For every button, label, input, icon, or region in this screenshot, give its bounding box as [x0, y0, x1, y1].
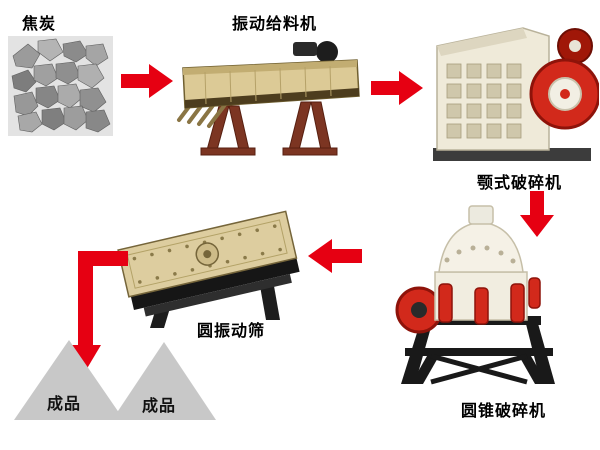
coke-pile-image [8, 36, 113, 136]
cone-crusher-label: 圆锥破碎机 [461, 403, 547, 420]
product-pile-right-icon [112, 342, 216, 425]
arrow-coke-to-feeder-icon [121, 61, 173, 101]
product-pile-left-icon [14, 340, 124, 425]
cone-crusher-image [387, 198, 567, 388]
product-left-label: 成品 [47, 396, 82, 413]
cone-crusher-icon [395, 205, 555, 385]
screen-label: 圆振动筛 [197, 323, 266, 340]
coke-pile-icon [8, 36, 113, 136]
arrow-screen-to-product-icon [70, 243, 128, 375]
product-right-label: 成品 [142, 398, 177, 415]
arrow-jaw-to-cone-icon [518, 191, 556, 237]
feeder-label: 振动给料机 [232, 16, 318, 33]
vibrating-feeder-icon [177, 41, 360, 156]
vibrating-feeder-image [175, 34, 370, 162]
arrow-feeder-to-jaw-icon [371, 68, 423, 108]
arrow-cone-to-screen-icon [304, 236, 362, 276]
vibrating-screen-icon [117, 210, 300, 328]
jaw-crusher-label: 颚式破碎机 [477, 175, 563, 192]
vibrating-screen-image [112, 196, 307, 331]
jaw-crusher-image [427, 12, 599, 167]
coke-label: 焦炭 [22, 16, 57, 33]
jaw-crusher-icon [433, 27, 599, 161]
